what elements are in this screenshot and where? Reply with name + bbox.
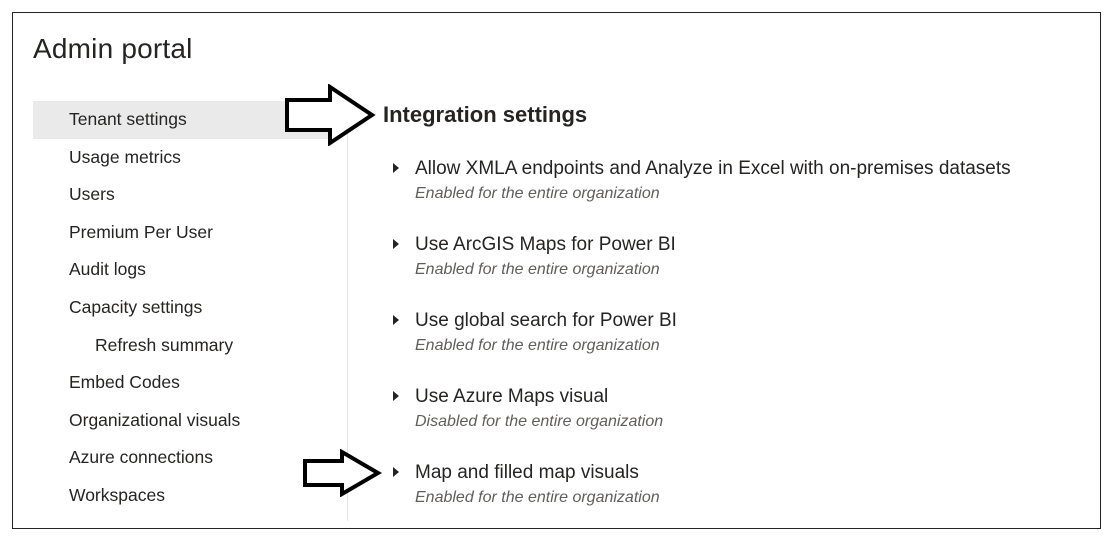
section-title: Integration settings (383, 102, 588, 127)
caret-right-icon[interactable] (393, 239, 399, 249)
setting-global-search[interactable]: Use global search for Power BI Enabled f… (391, 310, 1071, 386)
sidebar-item-audit-logs[interactable]: Audit logs (69, 259, 146, 280)
sidebar-item-capacity-settings[interactable]: Capacity settings (69, 296, 203, 317)
sidebar-item-refresh-summary[interactable]: Refresh summary (95, 334, 234, 355)
setting-map-and-filled-map-visuals[interactable]: Map and filled map visuals Enabled for t… (391, 462, 1071, 538)
setting-status: Enabled for the entire organization (415, 261, 660, 278)
setting-arcgis-maps[interactable]: Use ArcGIS Maps for Power BI Enabled for… (391, 234, 1071, 310)
right-arrow-icon (285, 84, 376, 146)
caret-right-icon[interactable] (393, 391, 399, 401)
sidebar-item-azure-connections[interactable]: Azure connections (69, 447, 213, 468)
sidebar-item-embed-codes[interactable]: Embed Codes (69, 372, 180, 393)
right-arrow-icon (303, 449, 382, 497)
setting-status: Enabled for the entire organization (415, 337, 660, 354)
sidebar-item-users[interactable]: Users (69, 184, 115, 205)
setting-name: Map and filled map visuals (415, 462, 639, 483)
sidebar-item-workspaces[interactable]: Workspaces (69, 484, 165, 505)
sidebar-item-usage-metrics[interactable]: Usage metrics (69, 146, 181, 167)
sidebar-item-organizational-visuals[interactable]: Organizational visuals (69, 409, 241, 430)
setting-status: Disabled for the entire organization (415, 413, 664, 430)
setting-status: Enabled for the entire organization (415, 185, 660, 202)
setting-name: Use global search for Power BI (415, 310, 677, 331)
sidebar-item-premium-per-user[interactable]: Premium Per User (69, 221, 213, 242)
setting-status: Enabled for the entire organization (415, 489, 660, 506)
sidebar: Tenant settings Usage metrics Users Prem… (33, 101, 348, 521)
setting-name: Use ArcGIS Maps for Power BI (415, 234, 676, 255)
caret-right-icon[interactable] (393, 467, 399, 477)
caret-right-icon[interactable] (393, 315, 399, 325)
setting-name: Allow XMLA endpoints and Analyze in Exce… (415, 158, 1011, 179)
setting-xmla-endpoints[interactable]: Allow XMLA endpoints and Analyze in Exce… (391, 158, 1071, 234)
admin-portal-window: Admin portal Tenant settings Usage metri… (12, 12, 1101, 529)
caret-right-icon[interactable] (393, 163, 399, 173)
settings-list: Allow XMLA endpoints and Analyze in Exce… (391, 158, 1071, 538)
setting-azure-maps-visual[interactable]: Use Azure Maps visual Disabled for the e… (391, 386, 1071, 462)
setting-name: Use Azure Maps visual (415, 386, 609, 407)
page-title: Admin portal (33, 33, 193, 64)
